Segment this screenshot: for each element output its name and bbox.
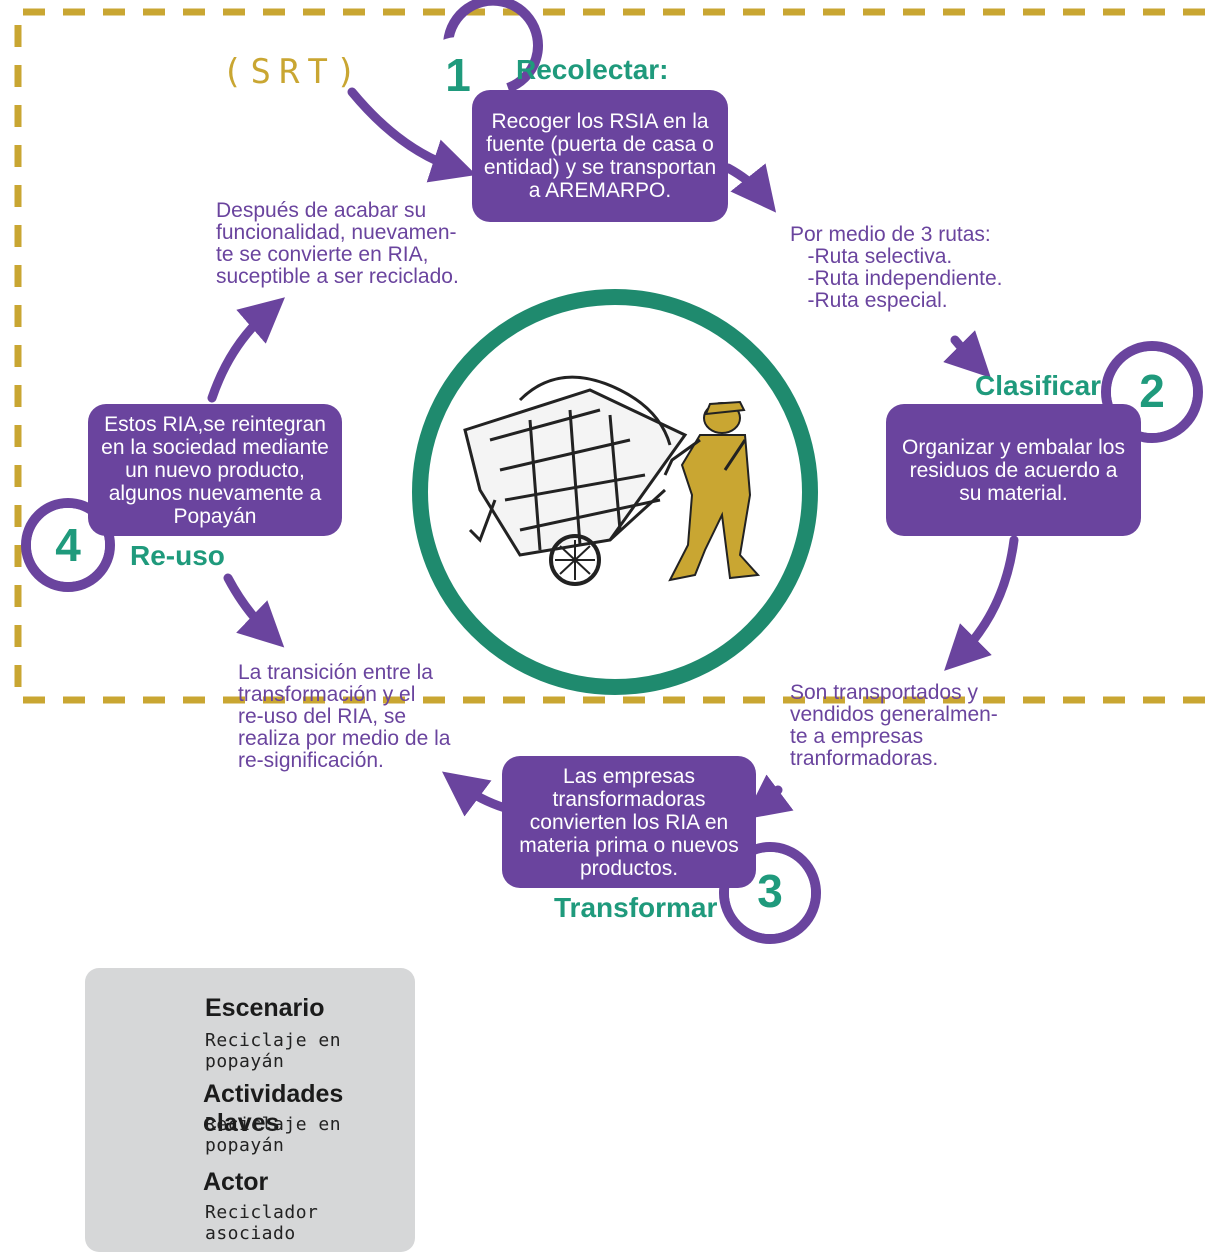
legend-actor-title: Actor (203, 1168, 269, 1196)
step-1-title: Recolectar: (516, 54, 669, 85)
arrow-up-to-recolectar (207, 297, 285, 403)
key-activities-circle (412, 289, 818, 695)
step-3-box: Las empresas transformadoras convierten … (502, 756, 756, 888)
note-to-recolectar: Después de acabar su funcionalidad, nuev… (216, 199, 459, 288)
step-4-title: Re-uso (130, 540, 225, 571)
arrow-to-clasificar (943, 330, 991, 378)
scenario-label: (SRT) (222, 52, 365, 92)
step-3-title: Transformar (554, 892, 718, 923)
scenario-border (14, 8, 1205, 704)
arrow-reuso-down (223, 573, 285, 648)
step-1-box: Recoger los RSIA en la fuente (puerta de… (472, 90, 728, 222)
arrow-into-transformar (744, 774, 794, 820)
legend-panel: Escenario Reciclaje en popayán Actividad… (85, 968, 415, 1252)
step-2-title: Clasificar (975, 370, 1102, 401)
note-to-transformar: Son transportados y vendidos generalmen-… (790, 681, 998, 770)
step-3-ring (719, 842, 821, 944)
note-to-clasificar: Por medio de 3 rutas: -Ruta selectiva. -… (790, 223, 1003, 312)
step-2-ring (1101, 341, 1203, 443)
step-2-number: 2 (1139, 365, 1165, 417)
arrow-recolectar-out (723, 163, 777, 213)
recycler-cart-icon (463, 375, 761, 586)
step-3-number: 3 (757, 865, 783, 917)
legend-scenario-title: Escenario (205, 994, 325, 1022)
arrow-srt-to-recolectar (347, 87, 477, 183)
step-4-number: 4 (55, 519, 81, 571)
legend-activities-subtitle: Reciclaje en popayán (205, 1114, 342, 1156)
legend-activities-title: Actividades claves (203, 1080, 344, 1137)
step-1-number: 1 (445, 49, 471, 101)
step-4-box: Estos RIA,se reintegran en la sociedad m… (88, 404, 342, 536)
arrow-clasificar-down (944, 535, 1019, 671)
arrow-transformar-to-reuso (441, 771, 510, 817)
step-4-ring (21, 498, 115, 592)
step-2-box: Organizar y embalar los residuos de acue… (886, 404, 1141, 536)
legend-scenario-subtitle: Reciclaje en popayán (205, 1030, 342, 1072)
legend-actor-subtitle: Reciclador asociado (205, 1202, 319, 1244)
note-to-reuso: La transición entre la transformación y … (238, 661, 451, 772)
